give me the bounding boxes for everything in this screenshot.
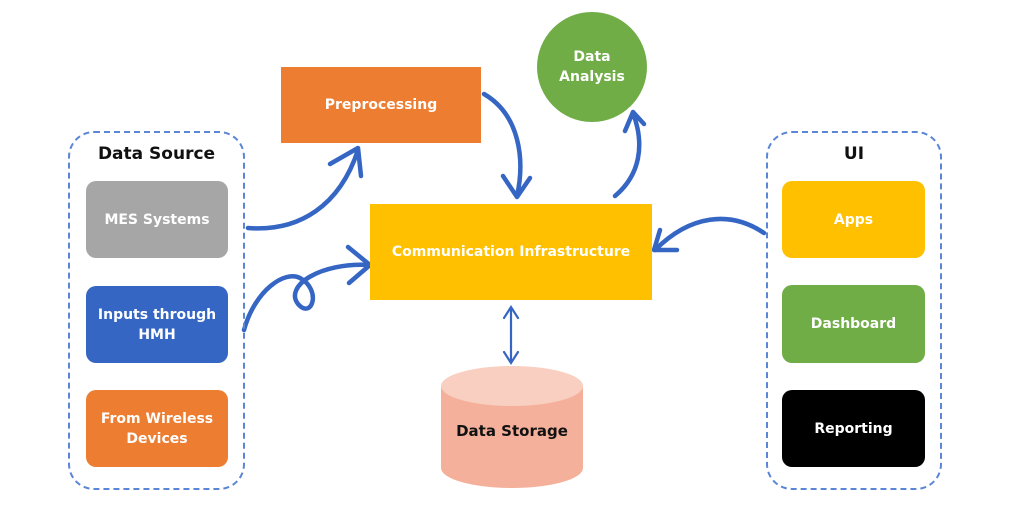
- node-from-wireless-devices[interactable]: From Wireless Devices: [86, 390, 228, 467]
- cylinder-body: [441, 386, 583, 488]
- node-label: Preprocessing: [324, 97, 438, 113]
- data-source-group: Data Source: [68, 131, 245, 490]
- node-mes-systems[interactable]: MES Systems: [86, 181, 228, 258]
- ui-group: UI: [766, 131, 942, 490]
- node-label: Reporting: [814, 420, 893, 437]
- ui-title: UI: [843, 144, 865, 164]
- edge-preprocessing-to-comm: [481, 91, 533, 200]
- edge-comm-storage-bidirectional: [502, 304, 520, 366]
- node-dashboard[interactable]: Dashboard: [782, 285, 925, 363]
- edge-comm-to-analysis: [612, 109, 647, 199]
- node-label: Data Analysis: [559, 49, 625, 85]
- node-apps[interactable]: Apps: [782, 181, 925, 258]
- node-data-analysis[interactable]: Data Analysis: [537, 12, 647, 122]
- edge-hmh-to-comm: [241, 244, 373, 333]
- node-label: MES Systems: [104, 211, 210, 228]
- node-label: From Wireless Devices: [100, 410, 214, 447]
- node-label: Inputs through HMH: [97, 306, 217, 343]
- node-preprocessing[interactable]: Preprocessing: [281, 67, 481, 143]
- node-reporting[interactable]: Reporting: [782, 390, 925, 467]
- node-label: Apps: [833, 211, 874, 228]
- node-data-storage[interactable]: [437, 362, 587, 494]
- data-storage-label: Data Storage: [456, 422, 568, 440]
- node-label: Communication Infrastructure: [391, 244, 631, 260]
- node-communication-infrastructure[interactable]: Communication Infrastructure: [370, 204, 652, 300]
- data-source-title: Data Source: [97, 144, 216, 164]
- node-label: Dashboard: [810, 316, 897, 332]
- cylinder-top: [441, 366, 583, 406]
- node-inputs-through-hmh[interactable]: Inputs through HMH: [86, 286, 228, 363]
- edge-ui-to-comm: [651, 216, 767, 253]
- edge-mes-to-preprocessing: [245, 145, 364, 231]
